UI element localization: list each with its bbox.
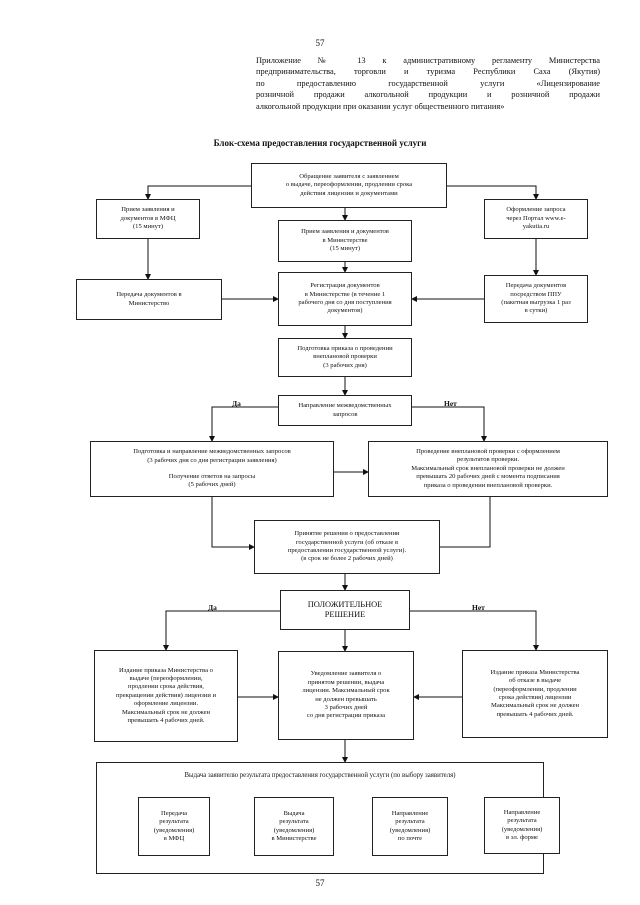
label-yes-2: Да — [208, 603, 217, 612]
delivery-option-ministry: Выдача результата (уведомления) в Минист… — [254, 797, 334, 856]
label-no: Нет — [444, 399, 457, 408]
portal-box: Оформление запроса через Портал www.e- y… — [484, 199, 588, 239]
registration-box: Регистрация документов в Министерстве (в… — [278, 272, 412, 326]
prepare-requests-box: Подготовка и направление межведомственны… — [90, 441, 334, 497]
schema-title: Блок-схема предоставления государственно… — [213, 138, 427, 148]
label-yes: Да — [232, 399, 241, 408]
prepare-requests-main: Подготовка и направление межведомственны… — [133, 448, 291, 464]
transfer-ppu-box: Передача документов посредством ППУ (пак… — [484, 275, 588, 323]
appendix-line: по предоставлению государственной услуги… — [256, 78, 600, 88]
delivery-option-mfc: Передача результата (уведомления) в МФЦ — [138, 797, 210, 856]
ministry-receive-box: Прием заявления и документов в Министерс… — [278, 220, 412, 262]
prepare-requests-sub: Получение ответов на запросы (5 рабочих … — [168, 473, 256, 489]
transfer-mfc-box: Передача документов в Министерство — [76, 279, 222, 320]
appendix-line: предпринимательства, торговли и туризма … — [256, 67, 600, 77]
connector-positive-no — [410, 610, 539, 651]
connector-positive-yes — [163, 610, 280, 651]
delivery-option-mail: Направление результата (уведомления) по … — [372, 797, 448, 856]
decision-box: Принятие решения о предоставлении госуда… — [254, 520, 440, 574]
order-refuse-box: Издание приказа Министерства об отказе в… — [462, 650, 608, 738]
appendix-line: Приложение № 13 к административному регл… — [256, 56, 600, 65]
delivery-option-electronic: Направление результата (уведомления) в э… — [484, 797, 560, 854]
connector-interagency-no — [412, 406, 487, 442]
interagency-box: Направление межведомственных запросов — [278, 395, 412, 426]
positive-decision-box: ПОЛОЖИТЕЛЬНОЕ РЕШЕНИЕ — [280, 590, 410, 630]
appendix-line: розничной продажи алкогольной продукции … — [256, 90, 600, 100]
label-no-2: Нет — [472, 603, 485, 612]
connector-appeal-portal — [447, 185, 539, 200]
connector-requests-decision — [211, 497, 255, 550]
connector-interagency-yes — [209, 406, 278, 442]
appendix-header: Приложение № 13 к административному регл… — [256, 55, 600, 112]
appeal-box: Обращение заявителя с заявлением о выдач… — [251, 163, 447, 208]
page-number-bottom: 57 — [315, 878, 325, 888]
delivery-title: Выдача заявителю результата предоставлен… — [184, 772, 456, 779]
inspection-box: Проведение внеплановой проверки с оформл… — [368, 441, 608, 497]
mfc-receive-box: Прием заявления и документов в МФЦ (15 м… — [96, 199, 200, 239]
connector-inspection-decision — [440, 497, 491, 548]
connector-appeal-mfc — [145, 185, 251, 200]
appendix-line: алкогольной продукции при оказании услуг… — [256, 101, 505, 111]
page-number-top: 57 — [315, 38, 325, 48]
order-issue-box: Издание приказа Министерства о выдаче (п… — [94, 650, 238, 742]
notify-box: Уведомление заявителя о принятом решении… — [278, 651, 414, 740]
prepare-order-box: Подготовка приказа о проведении внеплано… — [278, 338, 412, 377]
